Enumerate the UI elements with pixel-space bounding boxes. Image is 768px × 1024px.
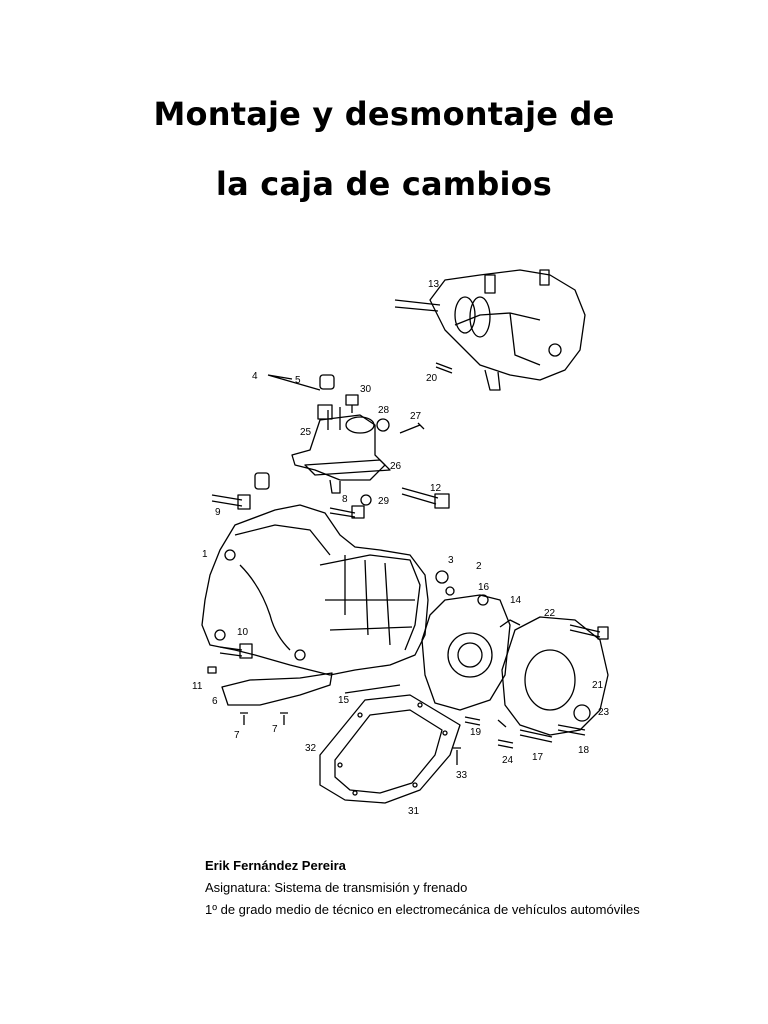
part-label: 31: [408, 806, 420, 817]
part-label: 28: [378, 405, 390, 416]
part-label: 10: [237, 627, 249, 638]
part-label: 33: [456, 770, 468, 781]
author-name: Erik Fernández Pereira: [205, 858, 346, 873]
part-label: 11: [192, 681, 203, 692]
part-label: 2: [476, 561, 482, 572]
part-label: 8: [342, 494, 348, 505]
part-label: 15: [338, 695, 350, 706]
part-label: 24: [502, 755, 514, 766]
rear-cover: [497, 616, 609, 736]
part-label: 4: [252, 371, 258, 382]
part-label: 23: [598, 707, 610, 718]
author-block: Erik Fernández Pereira Asignatura: Siste…: [205, 855, 640, 921]
transmission-case: [201, 504, 429, 676]
part-label: 19: [470, 727, 482, 738]
part-label: 27: [410, 411, 422, 422]
part-label: 5: [295, 375, 301, 386]
part-label: 13: [428, 279, 440, 290]
course-line: 1º de grado medio de técnico en electrom…: [205, 902, 640, 917]
page-title-line-2: la caja de cambios: [215, 165, 553, 203]
gear-shaft-assembly: [394, 269, 586, 391]
part-label: 32: [305, 743, 317, 754]
part-label: 17: [532, 752, 544, 763]
part-label: 29: [378, 496, 390, 507]
part-label: 21: [592, 680, 604, 691]
part-label: 26: [390, 461, 402, 472]
intermediate-housing: [421, 594, 511, 711]
part-label: 7: [234, 730, 240, 741]
part-label: 16: [478, 582, 490, 593]
part-label: 14: [510, 595, 522, 606]
part-label: 22: [544, 608, 556, 619]
shift-housing: [291, 404, 386, 494]
gearbox-exploded-diagram: 13 20 4 5 30 28 27 25 26 9 8 29 12 1 3 2…: [192, 269, 610, 817]
part-label: 20: [426, 373, 438, 384]
part-label: 9: [215, 507, 221, 518]
part-label: 12: [430, 483, 442, 494]
subject-line: Asignatura: Sistema de transmisión y fre…: [205, 880, 468, 895]
part-label: 1: [202, 549, 208, 560]
page-title-line-1: Montaje y desmontaje de: [153, 95, 615, 133]
part-label: 30: [360, 384, 372, 395]
part-label: 3: [448, 555, 454, 566]
part-label: 7: [272, 724, 278, 735]
part-label: 18: [578, 745, 590, 756]
oil-pan: [319, 694, 461, 804]
part-label: 25: [300, 427, 312, 438]
part-label: 6: [212, 696, 218, 707]
